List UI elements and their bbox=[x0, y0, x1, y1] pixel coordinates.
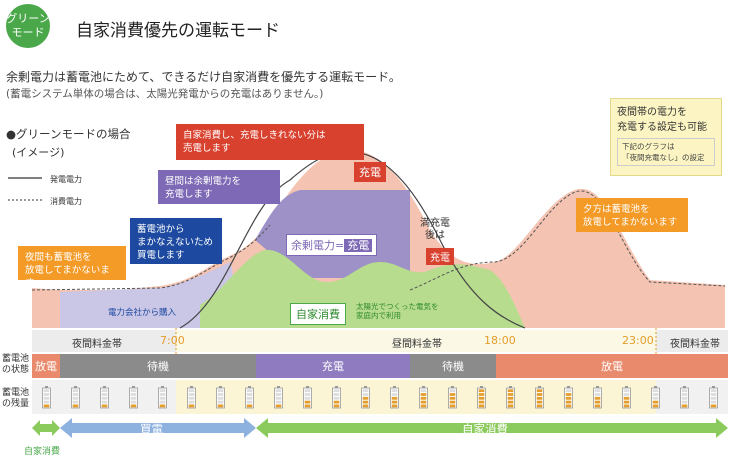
battery-icon bbox=[332, 386, 341, 409]
time-7: 7:00 bbox=[160, 334, 185, 347]
battery-icon bbox=[477, 386, 486, 409]
full-charge-badge: 充電 bbox=[426, 248, 454, 265]
surplus-label-right: 充電 bbox=[344, 239, 373, 252]
battery-icon bbox=[158, 386, 167, 409]
self-arrow bbox=[256, 418, 728, 438]
battery-icon bbox=[651, 386, 660, 409]
buy-arrow-label: 買電 bbox=[140, 422, 163, 436]
solar-note: 太陽光でつくった電気を 家庭内で利用 bbox=[356, 302, 439, 320]
callout-self-consume: 自家消費し、充電しきれない分は 売電します bbox=[176, 124, 364, 160]
night-setting-note: 下記のグラフは 「夜間充電なし」の設定 bbox=[617, 138, 715, 166]
surplus-label: 余剰電力=充電 bbox=[286, 234, 378, 256]
grid-purchase-label: 電力会社から購入 bbox=[108, 308, 177, 318]
time-23: 23:00 bbox=[622, 334, 654, 347]
time-18: 18:00 bbox=[484, 334, 516, 347]
battery-icon bbox=[71, 386, 80, 409]
grid-purchase-area bbox=[60, 262, 233, 328]
legend-generation-label: 発電電力 bbox=[50, 175, 82, 184]
callout-surplus: 昼間は余剰電力を 充電します bbox=[158, 170, 280, 204]
subtitle: 余剰電力は蓄電池にためて、できるだけ自家消費を優先する運転モード。 bbox=[6, 70, 401, 84]
battery-icon bbox=[622, 386, 631, 409]
battery-icon bbox=[680, 386, 689, 409]
battery-icon bbox=[361, 386, 370, 409]
legend-consumption-label: 消費電力 bbox=[50, 197, 82, 206]
state-standby-2: 待機 bbox=[410, 354, 496, 378]
callout-battery-insufficient: 蓄電池から まかなえないため 買電します bbox=[130, 218, 222, 264]
state-discharge-1: 放電 bbox=[32, 354, 60, 378]
surplus-label-left: 余剰電力= bbox=[291, 239, 345, 252]
battery-icon bbox=[245, 386, 254, 409]
callout-night-discharge: 夜間も蓄電池を 放電してまかないます bbox=[18, 246, 126, 289]
left-self-arrow bbox=[32, 420, 60, 436]
battery-icon bbox=[419, 386, 428, 409]
battery-icon bbox=[129, 386, 138, 409]
battery-icon bbox=[535, 386, 544, 409]
battery-icon bbox=[100, 386, 109, 409]
legend-heading: ●グリーンモードの場合 bbox=[6, 127, 131, 141]
buy-arrow bbox=[60, 418, 256, 438]
consumption-line bbox=[31, 190, 726, 291]
timeline-day-band bbox=[176, 330, 656, 352]
battery-icon bbox=[274, 386, 283, 409]
state-charge: 充電 bbox=[256, 354, 410, 378]
callout-evening-discharge: 夕方は蓄電池を 放電してまかないます bbox=[576, 198, 688, 232]
state-discharge-2: 放電 bbox=[496, 354, 728, 378]
battery-icon bbox=[448, 386, 457, 409]
self-consumption-label: 自家消費 bbox=[290, 303, 346, 325]
self-consumption-area bbox=[200, 249, 525, 328]
page-title: 自家消費優先の運転モード bbox=[76, 21, 280, 41]
full-charge-label: 満充電 後は bbox=[420, 218, 450, 241]
self-arrow-label: 自家消費 bbox=[462, 422, 508, 436]
sell-badge: 充電 bbox=[354, 162, 386, 182]
battery-level-icons bbox=[42, 386, 718, 409]
day-rate: 昼間料金帯 bbox=[392, 339, 442, 350]
legend-lines bbox=[8, 177, 42, 201]
battery-icon bbox=[42, 386, 51, 409]
battery-state-label: 蓄電池 の状態 bbox=[2, 354, 30, 375]
mode-badge-text: グリーン モード bbox=[6, 12, 50, 39]
battery-icon bbox=[187, 386, 196, 409]
battery-icon bbox=[216, 386, 225, 409]
callout-night-setting: 夜間帯の電力を 充電する設定も可能 下記のグラフは 「夜間充電なし」の設定 bbox=[610, 98, 722, 176]
battery-level-label: 蓄電池 の残量 bbox=[2, 388, 30, 409]
battery-icon bbox=[709, 386, 718, 409]
battery-icon bbox=[506, 386, 515, 409]
battery-icon bbox=[303, 386, 312, 409]
battery-icon bbox=[390, 386, 399, 409]
level-row-day bbox=[176, 380, 656, 414]
night-rate-left: 夜間料金帯 bbox=[72, 339, 122, 350]
battery-icon bbox=[593, 386, 602, 409]
state-standby-1: 待機 bbox=[60, 354, 256, 378]
battery-icon bbox=[564, 386, 573, 409]
legend-sub: (イメージ) bbox=[12, 146, 65, 159]
night-rate-right: 夜間料金帯 bbox=[670, 339, 720, 350]
bottom-self-label: 自家消費 bbox=[24, 447, 61, 457]
note: (蓄電システム単体の場合は、太陽光発電からの充電はありません。) bbox=[6, 88, 324, 100]
night-setting-title: 夜間帯の電力を 充電する設定も可能 bbox=[617, 107, 707, 133]
mode-badge: グリーン モード bbox=[6, 4, 50, 48]
